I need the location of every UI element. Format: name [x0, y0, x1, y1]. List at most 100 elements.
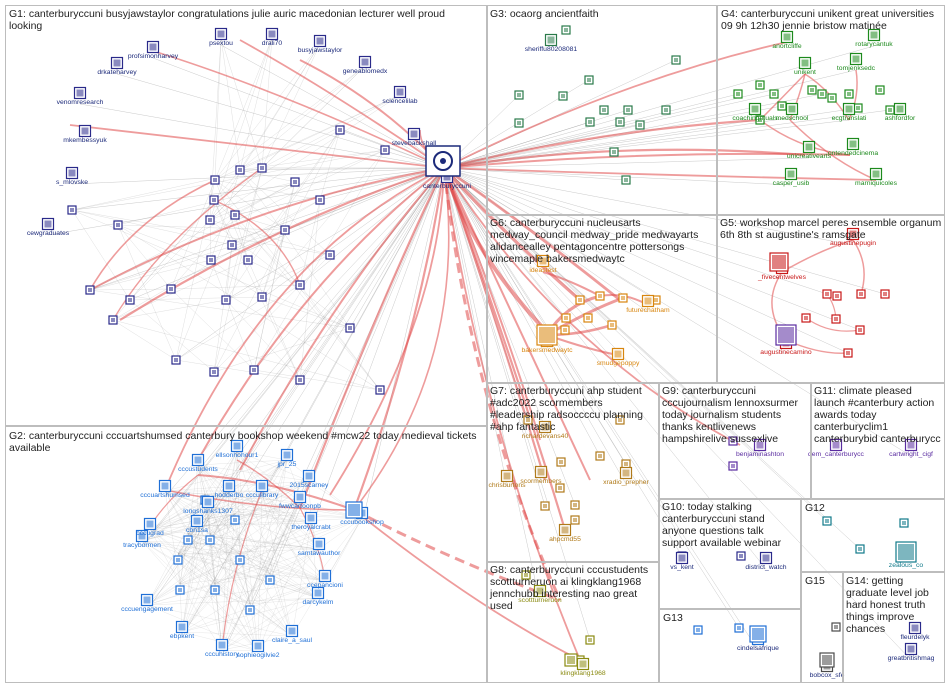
edge-red [443, 148, 806, 170]
edge [207, 506, 211, 535]
edge [209, 533, 293, 637]
edge [196, 450, 238, 527]
graph-node-fill [283, 451, 291, 459]
edge [269, 548, 320, 575]
edge [117, 224, 286, 231]
graph-node-fill [731, 439, 735, 443]
edge [443, 167, 767, 570]
edge [213, 327, 351, 373]
panel-g14: G14: getting graduate level job hard hon… [843, 572, 945, 683]
edge [269, 573, 326, 582]
graph-node-fill [624, 462, 628, 466]
edge [317, 517, 363, 599]
edge [261, 37, 273, 169]
edge [149, 493, 206, 530]
edge [196, 522, 312, 527]
edge [234, 181, 296, 216]
node-label: s_mlovske [56, 179, 88, 186]
edge [443, 119, 850, 169]
graph-node-fill [178, 623, 186, 631]
graph-node-fill [731, 464, 735, 468]
graph-node-fill [298, 378, 302, 382]
edge [253, 149, 386, 371]
edge [221, 597, 319, 651]
edge [234, 513, 363, 519]
edge-red [442, 166, 582, 302]
graph-node-fill [539, 257, 547, 265]
node-label: cccuartshumsed [140, 492, 190, 499]
edge [209, 219, 351, 329]
edge [177, 506, 209, 555]
panel-g8: G8: canterburyccuni cccustudents scotttu… [487, 562, 659, 683]
panel-g10: G10: today stalking canterburyccuni stan… [659, 499, 801, 609]
edge [170, 284, 301, 290]
edge [443, 167, 734, 442]
edge [210, 167, 445, 261]
edge [443, 167, 912, 661]
graph-node-fill [378, 388, 382, 392]
graph-node-fill [293, 180, 297, 184]
panel-g15-title: G15 [805, 575, 825, 587]
edge [443, 167, 854, 246]
edge [236, 167, 445, 458]
edge [197, 464, 301, 503]
graph-node-fill [832, 441, 840, 449]
edge [247, 259, 301, 381]
edge [443, 167, 828, 522]
edge [443, 167, 546, 507]
node-label: venomresearch [57, 99, 104, 106]
edge [261, 490, 293, 637]
edge-red [443, 167, 581, 661]
graph-node-fill [44, 220, 52, 228]
panel-g5: G5: workshop marcel peres ensemble organ… [717, 215, 945, 383]
graph-node-fill [801, 59, 809, 67]
edge [443, 167, 627, 181]
node-label: unicreativearts [787, 153, 832, 160]
panel-g9-title: G9: canterburyccuni cccujournalism lenno… [662, 385, 798, 445]
graph-node-fill [586, 316, 590, 320]
edge [207, 506, 223, 651]
graph-node-fill [858, 328, 862, 332]
node-label: bakersmedwaytc [522, 347, 574, 354]
edge [209, 533, 319, 599]
edge [196, 525, 271, 575]
edge [196, 517, 363, 527]
edge [234, 513, 312, 524]
node-label: 2015scarney [290, 482, 330, 489]
graph-node-fill [314, 589, 322, 597]
graph-node-fill [834, 625, 838, 629]
edge [71, 149, 386, 211]
graph-node-fill [618, 418, 622, 422]
edge [71, 167, 263, 211]
edge [234, 450, 238, 515]
node-label: augustinecamino [760, 349, 812, 356]
edge [146, 493, 206, 606]
edge [179, 573, 271, 585]
graph-node-fill [758, 118, 762, 122]
edge [146, 580, 326, 606]
edge [319, 167, 445, 201]
edge-red [69, 124, 445, 169]
edge-red [443, 41, 788, 169]
graph-node-fill [559, 460, 563, 464]
edge [149, 528, 259, 652]
edge [112, 319, 381, 391]
edge [234, 490, 263, 515]
graph-node-fill [217, 30, 225, 38]
edge [247, 259, 301, 286]
edge [310, 522, 319, 599]
graph-node-fill [268, 578, 272, 582]
edge-red [197, 474, 355, 511]
graph-node-fill [678, 554, 686, 562]
edge [214, 573, 271, 585]
edge [146, 604, 293, 637]
edge [210, 259, 263, 298]
graph-node-fill [602, 108, 606, 112]
graph-node-fill [852, 55, 860, 63]
edge [225, 167, 445, 301]
node-label: sciencelilab [382, 98, 417, 105]
node-label: longshanks1307 [183, 508, 233, 515]
edge [197, 464, 206, 495]
edge [129, 299, 215, 373]
